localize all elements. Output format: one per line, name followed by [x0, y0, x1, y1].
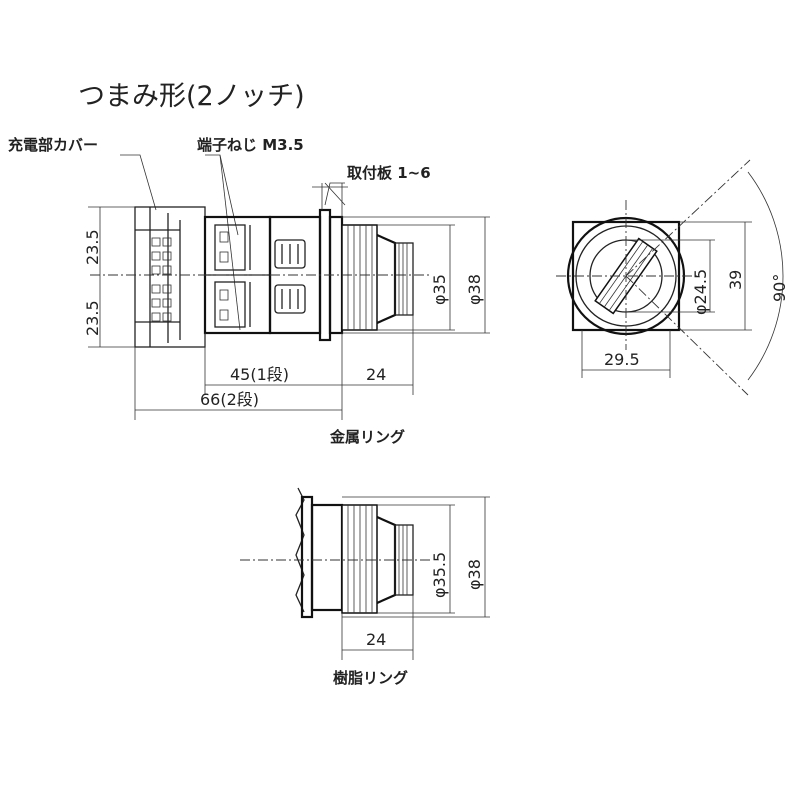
angle-text: 90° — [770, 274, 789, 302]
diameter-dimensions: φ35 φ38 — [342, 216, 490, 334]
panel-thickness-dim — [312, 183, 348, 217]
resin-ring-label: 樹脂リング — [333, 669, 408, 687]
front-view: 90° φ24.5 39 29.5 — [556, 159, 789, 396]
diameter-38-text: φ38 — [465, 274, 484, 305]
diameter-355-text: φ35.5 — [430, 552, 449, 598]
left-height-dimensions: 23.5 23.5 — [83, 206, 135, 348]
metal-ring-label: 金属リング — [329, 428, 405, 446]
length-2-text: 66(2段) — [200, 390, 259, 409]
cover-label: 充電部カバー — [8, 136, 98, 154]
length-1-text: 45(1段) — [230, 365, 289, 384]
height-39-text: 39 — [726, 270, 745, 290]
length-dimensions: 45(1段) 24 66(2段) — [134, 315, 414, 420]
depth-text: 24 — [366, 365, 386, 384]
diameter-245-text: φ24.5 — [691, 269, 710, 315]
screw-label: 端子ねじ M3.5 — [197, 136, 304, 154]
drawing-title: つまみ形(2ノッチ) — [78, 81, 305, 112]
diameter-38b-text: φ38 — [465, 559, 484, 590]
width-295-text: 29.5 — [604, 350, 640, 369]
height-bottom-text: 23.5 — [83, 300, 102, 336]
leader-lines — [120, 154, 346, 331]
height-top-text: 23.5 — [83, 229, 102, 265]
side-view-resin-ring: φ35.5 φ38 24 — [240, 487, 490, 660]
panel-label: 取付板 1~6 — [347, 164, 431, 182]
side-view-metal-ring — [90, 206, 430, 348]
depth2-text: 24 — [366, 630, 386, 649]
diameter-35-text: φ35 — [430, 274, 449, 305]
